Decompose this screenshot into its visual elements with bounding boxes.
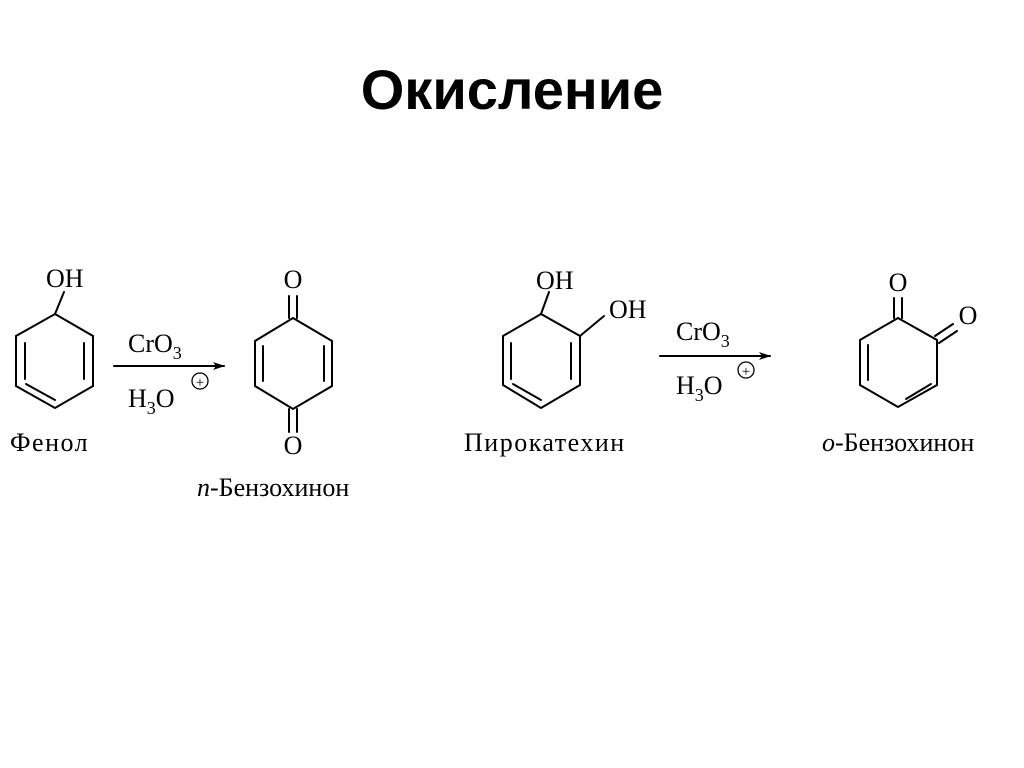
positive-charge-icon: + <box>191 372 209 391</box>
reagent-h3o-2: H3O <box>676 371 723 405</box>
slide-title: Окисление <box>360 58 664 121</box>
o-benzoquinone-structure: O O <box>859 268 978 409</box>
phenol-label: Фенол <box>10 428 89 457</box>
svg-text:+: + <box>196 375 204 391</box>
p-benzoquinone-oxygen-bottom: O <box>284 431 303 460</box>
p-benzoquinone-label: п-Бензохинон <box>197 473 349 502</box>
positive-charge-icon: + <box>737 361 755 380</box>
pyrocatechol-structure: OH OH <box>502 266 647 410</box>
p-benzoquinone-structure: O O <box>254 265 333 460</box>
pyrocatechol-label: Пирокатехин <box>464 428 626 457</box>
pyrocatechol-oh-group-2: OH <box>609 295 647 324</box>
o-benzoquinone-oxygen-1: O <box>889 268 908 297</box>
phenol-structure: OH <box>15 264 94 410</box>
p-benzoquinone-oxygen-top: O <box>284 265 303 294</box>
o-benzoquinone-label: о-Бензохинон <box>822 428 974 457</box>
reagent-cro3-1: CrO3 <box>128 329 182 363</box>
phenol-oh-group: OH <box>46 264 84 293</box>
reagent-h3o-1: H3O <box>128 384 175 418</box>
reaction-arrow-2: CrO3 H3O + <box>659 317 771 405</box>
reaction-arrow-1: CrO3 H3O + <box>113 329 225 418</box>
pyrocatechol-oh-group-1: OH <box>536 266 574 295</box>
reagent-cro3-2: CrO3 <box>676 317 730 351</box>
svg-text:+: + <box>742 364 750 380</box>
o-benzoquinone-oxygen-2: O <box>959 301 978 330</box>
